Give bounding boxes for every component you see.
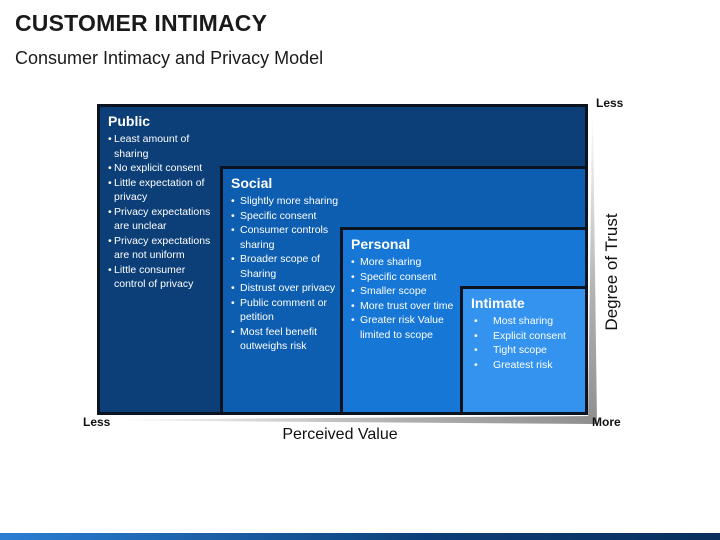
bullet-item: Public comment or petition bbox=[231, 296, 339, 325]
bullet-item: Little consumer control of privacy bbox=[108, 263, 216, 292]
page-subtitle: Consumer Intimacy and Privacy Model bbox=[15, 48, 324, 68]
bullet-item: Greatest risk bbox=[471, 358, 577, 373]
bullet-list: Least amount of sharing No explicit cons… bbox=[108, 132, 216, 292]
bullet-list: More sharing Specific consent Smaller sc… bbox=[351, 255, 461, 342]
y-axis-top-label: Less bbox=[596, 96, 624, 110]
level-title: Intimate bbox=[471, 295, 525, 311]
bullet-list: Slightly more sharing Specific consent C… bbox=[231, 194, 339, 354]
x-axis-min-label: Less bbox=[83, 415, 111, 429]
bullet-item: Little expectation of privacy bbox=[108, 176, 216, 205]
y-axis-title: Degree of Trust bbox=[602, 213, 621, 331]
bullet-list: Most sharing Explicit consent Tight scop… bbox=[471, 314, 577, 372]
bullet-item: Specific consent bbox=[351, 270, 461, 285]
level-title: Public bbox=[108, 113, 151, 129]
x-axis-max-label: More bbox=[592, 415, 621, 429]
bullet-item: Broader scope of Sharing bbox=[231, 252, 339, 281]
bullet-item: Greater risk Value limited to scope bbox=[351, 313, 461, 342]
bullet-item: Privacy expectations are unclear bbox=[108, 205, 216, 234]
bullet-item: Tight scope bbox=[471, 343, 577, 358]
bullet-item: More trust over time bbox=[351, 299, 461, 314]
bullet-item: Slightly more sharing bbox=[231, 194, 339, 209]
bullet-item: Explicit consent bbox=[471, 329, 577, 344]
bullet-item: Most sharing bbox=[471, 314, 577, 329]
bullet-item: Smaller scope bbox=[351, 284, 461, 299]
bullet-item: Least amount of sharing bbox=[108, 132, 216, 161]
level-intimate-box: Intimate Most sharing Explicit consent T… bbox=[460, 286, 588, 415]
bullet-item: Most feel benefit outweighs risk bbox=[231, 325, 339, 354]
page-title: CUSTOMER INTIMACY bbox=[15, 10, 268, 36]
bullet-item: Consumer controls sharing bbox=[231, 223, 339, 252]
bullet-item: Distrust over privacy bbox=[231, 281, 339, 296]
x-axis-title: Perceived Value bbox=[282, 426, 398, 443]
bullet-item: Privacy expectations are not uniform bbox=[108, 234, 216, 263]
level-title: Personal bbox=[351, 236, 411, 252]
y-axis-wedge bbox=[588, 112, 597, 424]
bullet-item: Specific consent bbox=[231, 209, 339, 224]
level-title: Social bbox=[231, 175, 273, 191]
bullet-item: No explicit consent bbox=[108, 161, 216, 176]
x-axis-wedge bbox=[110, 416, 594, 424]
footer-bar bbox=[0, 533, 720, 540]
bullet-item: More sharing bbox=[351, 255, 461, 270]
